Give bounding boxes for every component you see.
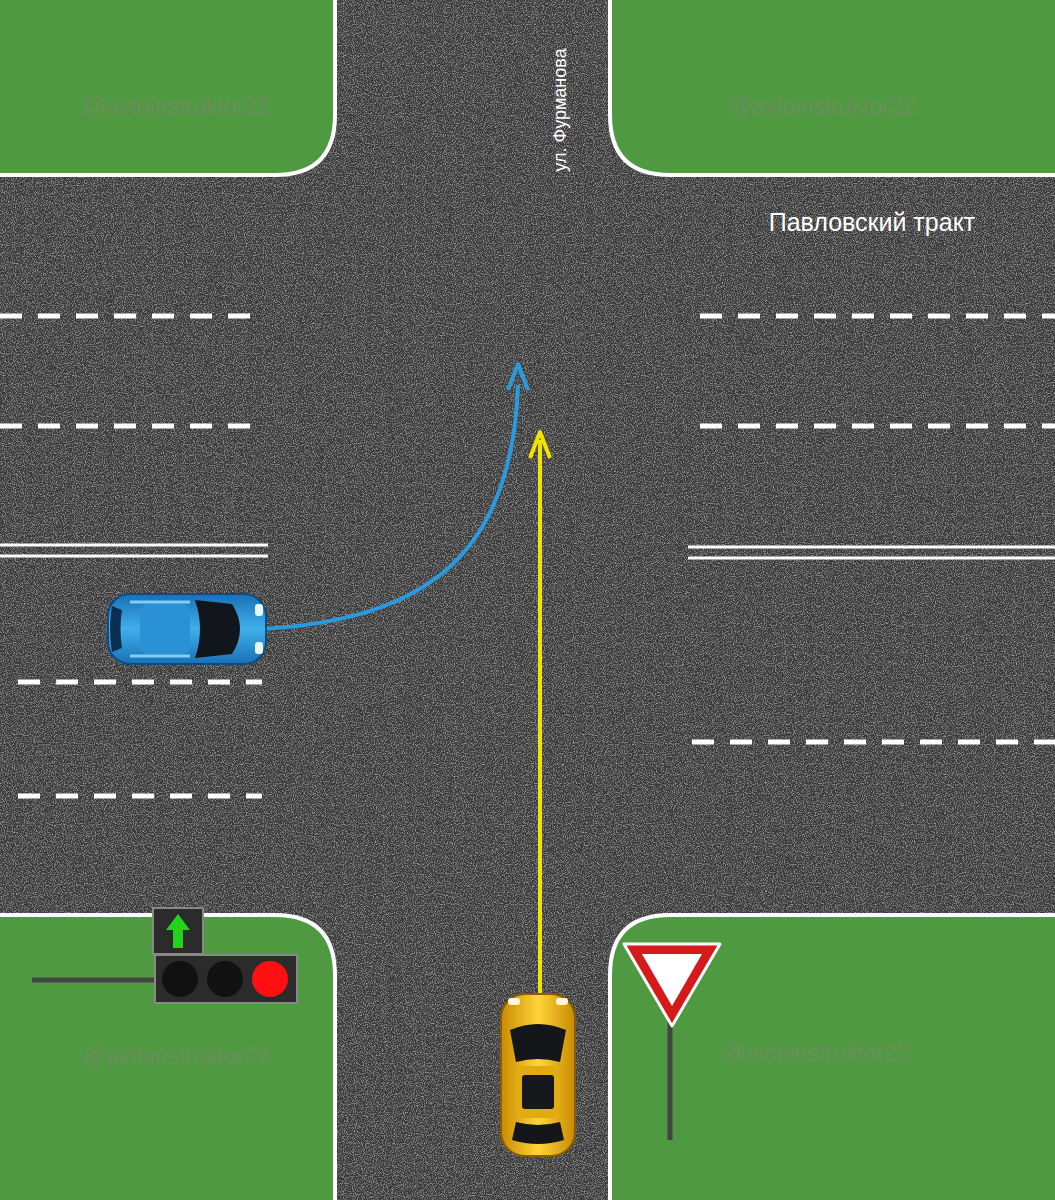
watermark: @avtoinstruktor22 — [83, 1045, 270, 1068]
watermark: @avtoinstruktor22 — [83, 95, 270, 118]
yield-sign — [624, 944, 720, 1140]
blue-car — [108, 594, 266, 664]
watermark: @avtoinstruktor22 — [723, 1042, 910, 1065]
yellow-car — [501, 994, 575, 1156]
road-name: Павловский тракт — [769, 210, 976, 235]
watermark: @avtoinstruktor22 — [729, 95, 916, 118]
street-name: ул. Фурманова — [551, 48, 569, 171]
traffic-light — [32, 908, 297, 1003]
